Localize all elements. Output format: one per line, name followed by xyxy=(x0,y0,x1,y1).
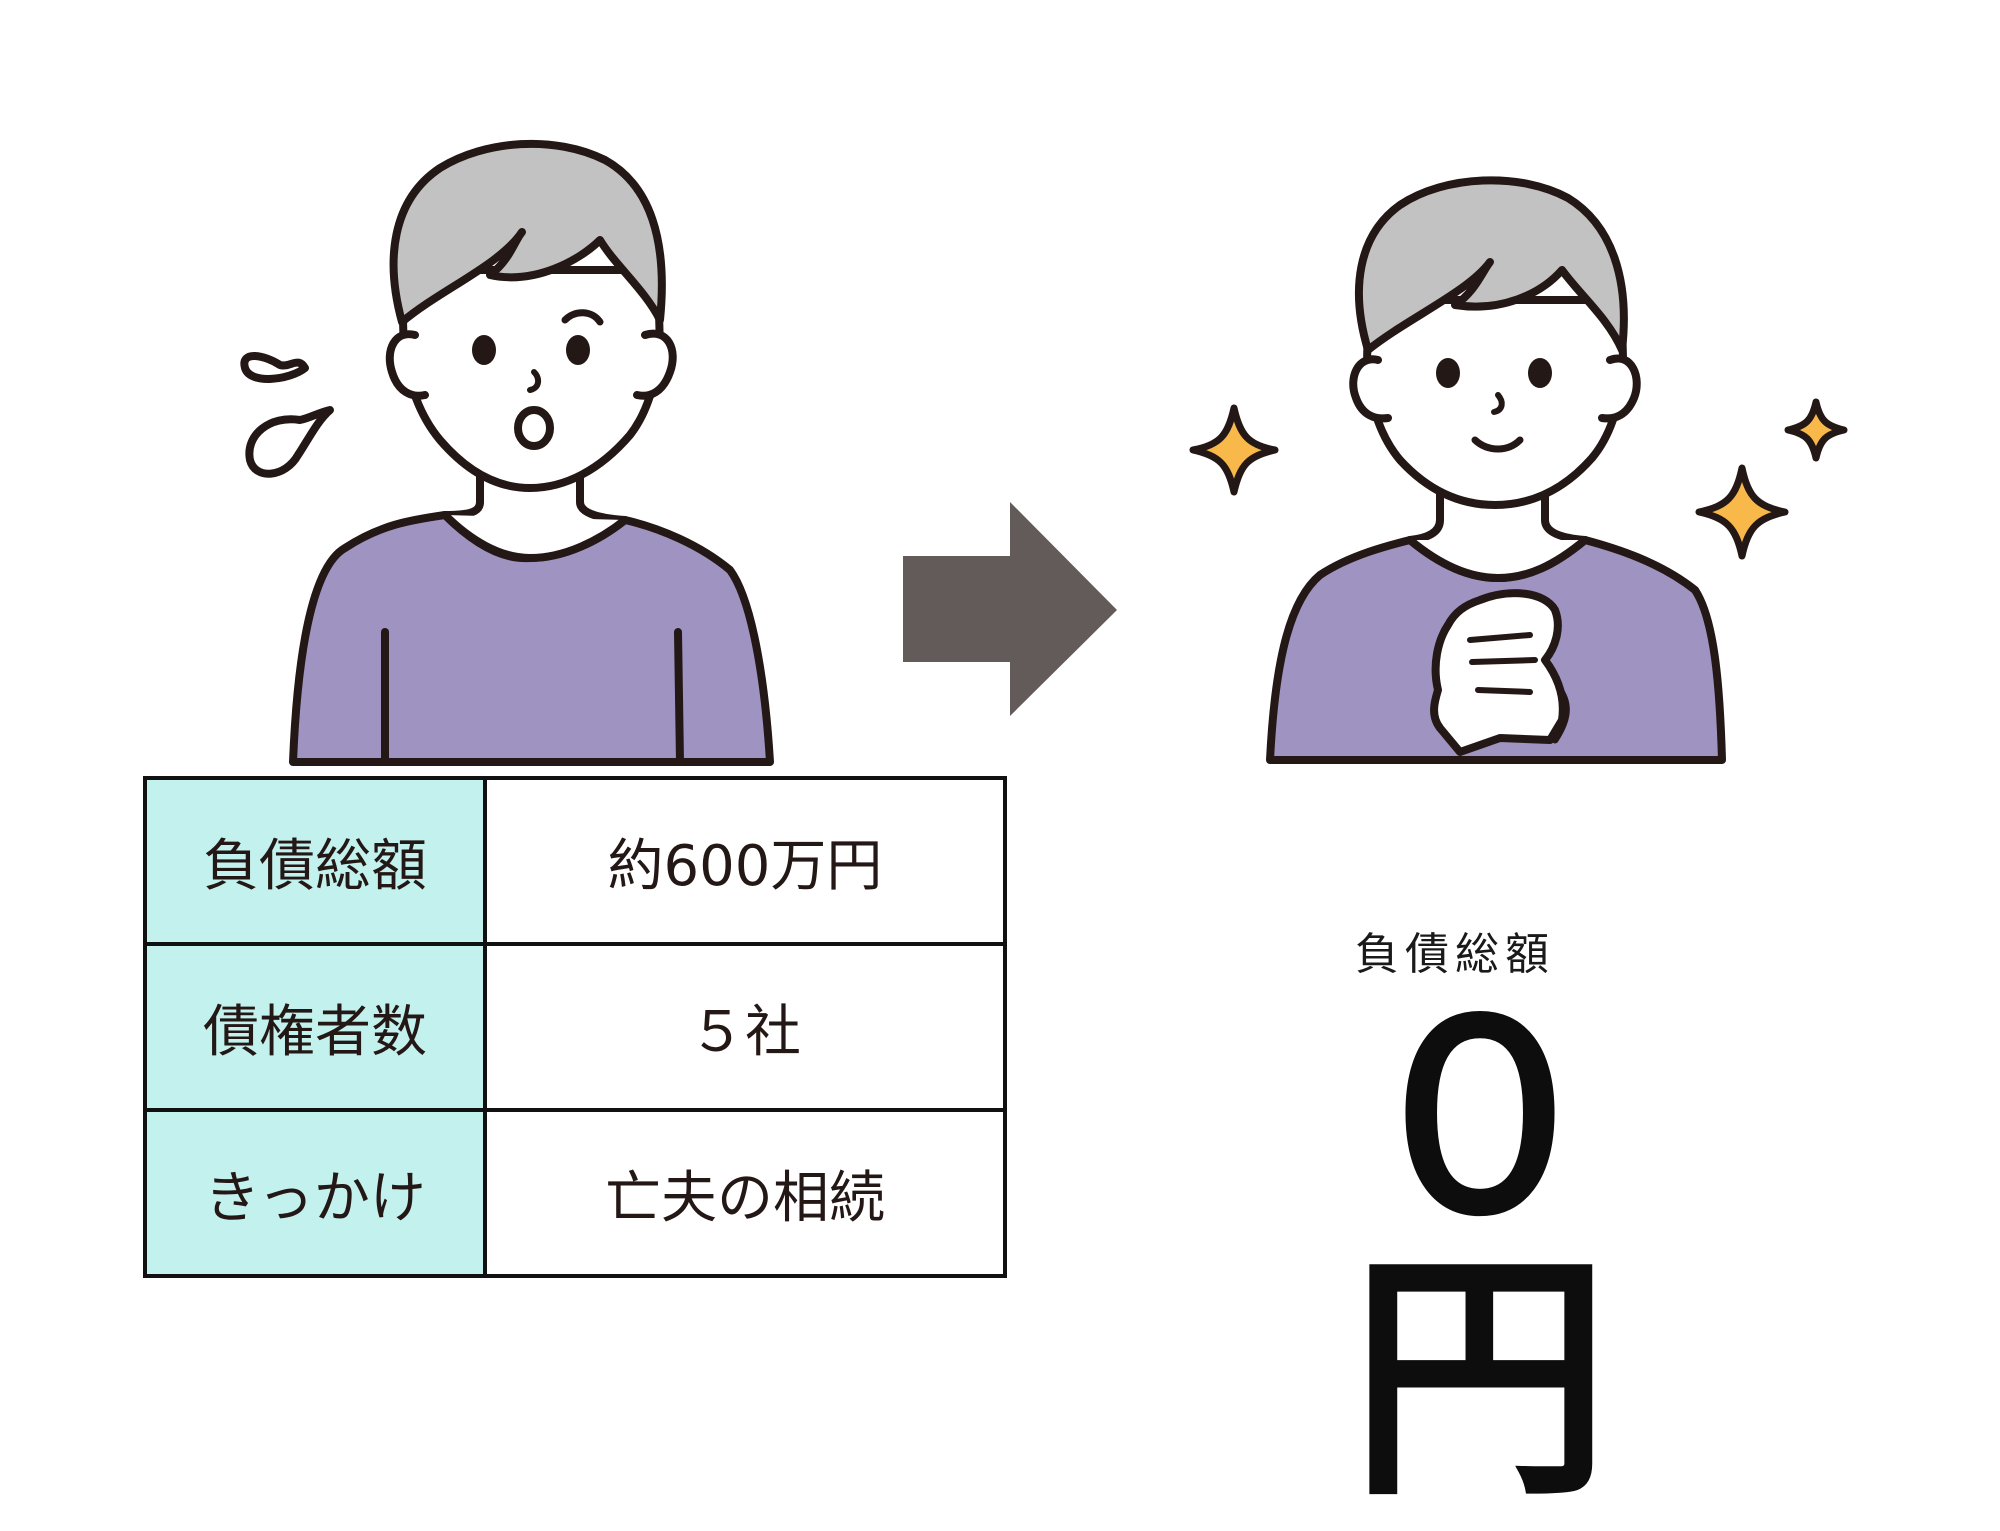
relieved-person-hair xyxy=(1355,176,1628,354)
worried-person xyxy=(289,139,774,766)
after-total-debt-value: ０円 xyxy=(1350,969,1610,1531)
relieved-person xyxy=(1266,176,1726,764)
illustration-canvas xyxy=(240,139,1848,766)
row-label: きっかけ xyxy=(143,1108,487,1278)
table-row: 負債総額 約600万円 xyxy=(143,776,1007,946)
sparkle-icon xyxy=(1695,464,1789,560)
row-value: ５社 xyxy=(483,942,1007,1112)
relieved-person-face xyxy=(1363,296,1627,509)
row-value: 約600万円 xyxy=(483,776,1007,946)
table-row: 債権者数 ５社 xyxy=(143,942,1007,1112)
row-label: 債権者数 xyxy=(143,942,487,1112)
row-label: 負債総額 xyxy=(143,776,487,946)
right-arrow-icon xyxy=(903,502,1117,716)
table-row: きっかけ 亡夫の相続 xyxy=(143,1108,1007,1278)
row-value: 亡夫の相続 xyxy=(483,1108,1007,1278)
sparkle-icons xyxy=(1189,398,1848,560)
worried-person-hair xyxy=(389,139,666,326)
sweat-drops xyxy=(240,352,334,478)
after-total-debt-label: 負債総額 xyxy=(1355,929,1555,980)
sparkle-icon xyxy=(1189,404,1279,496)
debt-info-table: 負債総額 約600万円 債権者数 ５社 きっかけ 亡夫の相続 xyxy=(143,776,1007,1278)
sparkle-icon xyxy=(1784,398,1848,462)
worried-person-face xyxy=(399,266,664,492)
clasped-hands xyxy=(1430,589,1567,756)
